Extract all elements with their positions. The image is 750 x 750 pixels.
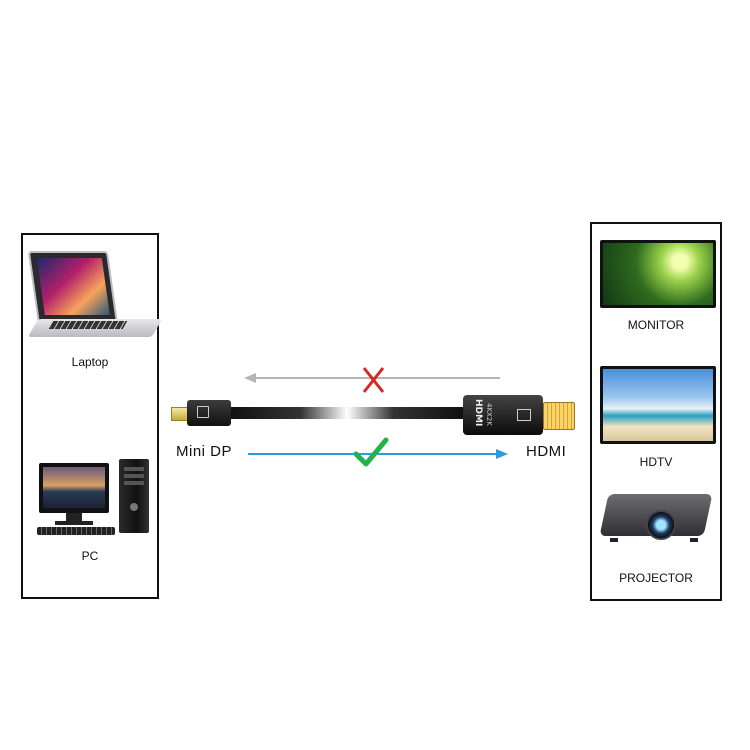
hdmi-plug [543,402,575,430]
displayport-icon [197,406,209,418]
projector-icon [599,486,716,554]
hdtv-label: HDTV [639,455,673,469]
source-devices-panel: Laptop PC [21,233,163,599]
hdmi-connector-text: HDMI [473,399,483,427]
monitor-icon [600,240,716,310]
pc-label: PC [81,549,99,563]
cable-cord [231,407,463,419]
mini-dp-connector [187,400,231,426]
hdmi-port-icon [517,409,531,421]
cross-icon [362,367,385,393]
check-icon [353,437,389,467]
desktop-pc-icon [33,455,153,540]
hdmi-connector-subtext: 4KX2K [485,403,493,426]
tv-icon [600,366,716,450]
hdmi-label: HDMI [526,443,567,460]
projector-label: PROJECTOR [619,571,693,585]
laptop-label: Laptop [71,355,109,369]
mini-dp-label: Mini DP [176,443,233,460]
monitor-label: MONITOR [627,318,685,332]
hdmi-connector: HDMI 4KX2K [463,395,543,435]
display-devices-panel: MONITOR HDTV PROJECTOR [590,222,722,601]
